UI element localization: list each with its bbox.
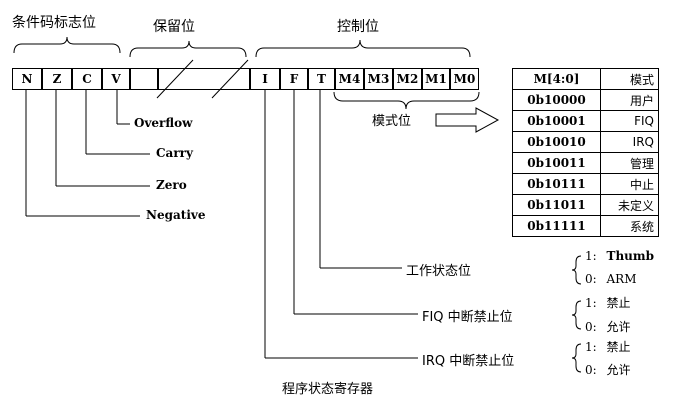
bit-f: F [280, 68, 308, 90]
f-bit-option-1-key: 1: [585, 296, 597, 310]
mode-name-cell: 管理 [600, 152, 659, 174]
f-bit-label: FIQ 中断禁止位 [422, 310, 513, 325]
t-bit-option-1-key: 1: [585, 249, 597, 263]
mode-name-cell: 系统 [600, 215, 659, 237]
zero-label: Zero [156, 178, 187, 192]
table-row: 0b10011 管理 [512, 152, 659, 174]
table-row: 0b10010 IRQ [512, 131, 659, 153]
mode-bits-cell: 0b10111 [512, 173, 601, 195]
negative-label: Negative [146, 208, 206, 222]
reserved-group-label: 保留位 [153, 19, 195, 35]
mode-bits-cell: 0b11011 [512, 194, 601, 216]
f-bit-option-0: 0: 允许 [585, 318, 631, 335]
i-bit-option-0-key: 0: [585, 363, 597, 377]
mode-name-cell: FIQ [600, 110, 659, 132]
bit-m1: M1 [422, 68, 450, 90]
mode-bits-cell: 0b10001 [512, 110, 601, 132]
mode-name-cell: IRQ [600, 131, 659, 153]
control-group-label: 控制位 [337, 19, 379, 35]
mode-table-header: M[4:0] 模式 [512, 68, 659, 90]
i-bit-option-1-value: 禁止 [606, 340, 631, 354]
bit-v: V [102, 68, 130, 90]
bit-c: C [72, 68, 102, 90]
mode-bits-cell: 0b10000 [512, 89, 601, 111]
reserved-cell-2 [158, 68, 250, 90]
f-bit-option-0-key: 0: [585, 320, 597, 334]
mode-bits-cell: 0b10011 [512, 152, 601, 174]
t-bit-label: 工作状态位 [406, 264, 472, 279]
i-bit-option-1: 1: 禁止 [585, 338, 631, 355]
i-bit-option-1-key: 1: [585, 340, 597, 354]
mode-bits-label: 模式位 [372, 114, 412, 129]
overflow-label: Overflow [134, 116, 193, 130]
mode-name-cell: 用户 [600, 89, 659, 111]
bit-z: Z [42, 68, 72, 90]
mode-bits-cell: 0b11111 [512, 215, 601, 237]
table-row: 0b10000 用户 [512, 89, 659, 111]
mode-table: M[4:0] 模式 0b10000 用户 0b10001 FIQ 0b10010… [512, 68, 659, 237]
mode-bits-cell: 0b10010 [512, 131, 601, 153]
f-bit-option-0-value: 允许 [606, 320, 631, 334]
reserved-cell-1 [130, 68, 158, 90]
flags-group-label: 条件码标志位 [12, 15, 96, 31]
carry-label: Carry [156, 146, 193, 160]
table-row: 0b11111 系统 [512, 215, 659, 237]
bit-i: I [250, 68, 280, 90]
diagram-caption: 程序状态寄存器 [282, 382, 374, 397]
bit-m3: M3 [364, 68, 393, 90]
table-row: 0b10111 中止 [512, 173, 659, 195]
bit-m0: M0 [450, 68, 479, 90]
mode-table-header-bits: M[4:0] [512, 68, 601, 90]
t-bit-option-0: 0: ARM [585, 272, 637, 286]
mode-name-cell: 中止 [600, 173, 659, 195]
bit-n: N [12, 68, 42, 90]
mode-table-header-mode: 模式 [600, 68, 659, 90]
f-bit-option-1: 1: 禁止 [585, 294, 631, 311]
i-bit-option-0: 0: 允许 [585, 361, 631, 378]
f-bit-option-1-value: 禁止 [606, 296, 631, 310]
t-bit-option-0-value: ARM [606, 272, 637, 286]
bit-m2: M2 [393, 68, 422, 90]
t-bit-option-1: 1: Thumb [585, 249, 654, 263]
table-row: 0b10001 FIQ [512, 110, 659, 132]
bit-m4: M4 [335, 68, 364, 90]
t-bit-option-1-value: Thumb [606, 249, 654, 263]
i-bit-option-0-value: 允许 [606, 363, 631, 377]
i-bit-label: IRQ 中断禁止位 [422, 354, 515, 369]
mode-name-cell: 未定义 [600, 194, 659, 216]
t-bit-option-0-key: 0: [585, 272, 597, 286]
table-row: 0b11011 未定义 [512, 194, 659, 216]
bit-t: T [308, 68, 335, 90]
